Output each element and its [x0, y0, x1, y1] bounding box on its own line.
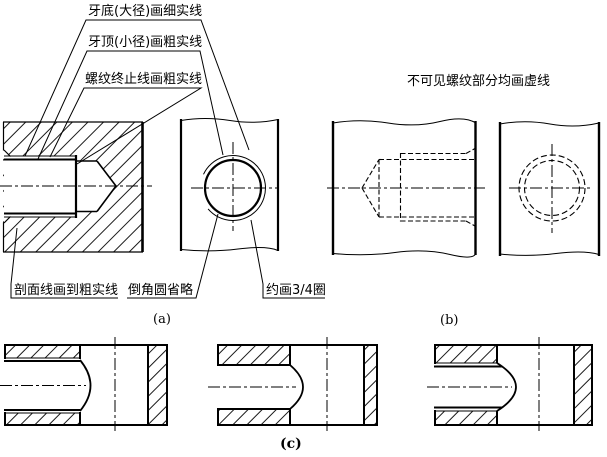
label-hidden-thread: 不可见螺纹部分均画虚线	[407, 74, 551, 89]
break-line-bottom	[332, 250, 477, 258]
label-chamfer-circle: 倒角圆省略	[128, 283, 194, 298]
break-line-top	[180, 118, 279, 123]
leader-chamfer-circle	[127, 213, 219, 299]
break-line-bottom	[499, 251, 600, 256]
hatched-area	[3, 122, 143, 252]
chamfer-edge	[3, 149, 11, 157]
break-line-top	[332, 118, 477, 126]
label-section-lines: 剖面线画到粗实线	[14, 283, 119, 298]
leader-section-lines	[10, 227, 118, 299]
major-dia-three-quarter-arc	[203, 154, 266, 221]
view-b-section	[327, 118, 485, 258]
label-three-quarter: 约画3/4圈	[266, 283, 326, 298]
caption-b: (b)	[440, 313, 459, 328]
break-line-top	[499, 121, 600, 127]
leader-thread-root	[24, 19, 250, 157]
view-a-section	[0, 121, 152, 253]
break-line-bottom	[180, 247, 279, 252]
view-c1	[0, 337, 168, 431]
leader-three-quarter	[250, 219, 325, 299]
intersection-curve	[496, 362, 517, 412]
intersection-curve	[79, 359, 92, 412]
leader-lines	[10, 19, 325, 299]
label-thread-end: 螺纹终止线画粗实线	[85, 72, 203, 87]
view-c2	[208, 337, 378, 431]
caption-c: (c)	[280, 436, 302, 452]
leader-thread-end	[49, 87, 203, 165]
label-thread-root: 牙底(大径)画细实线	[88, 4, 203, 19]
view-c3	[427, 337, 593, 431]
label-thread-crest: 牙顶(小径)画粗实线	[88, 35, 203, 50]
view-a-end	[179, 118, 280, 252]
leader-thread-crest	[37, 50, 224, 160]
hidden-thread-lines	[361, 148, 476, 227]
intersection-curve	[289, 364, 304, 410]
caption-a: (a)	[153, 312, 171, 327]
view-b-end	[498, 121, 601, 256]
